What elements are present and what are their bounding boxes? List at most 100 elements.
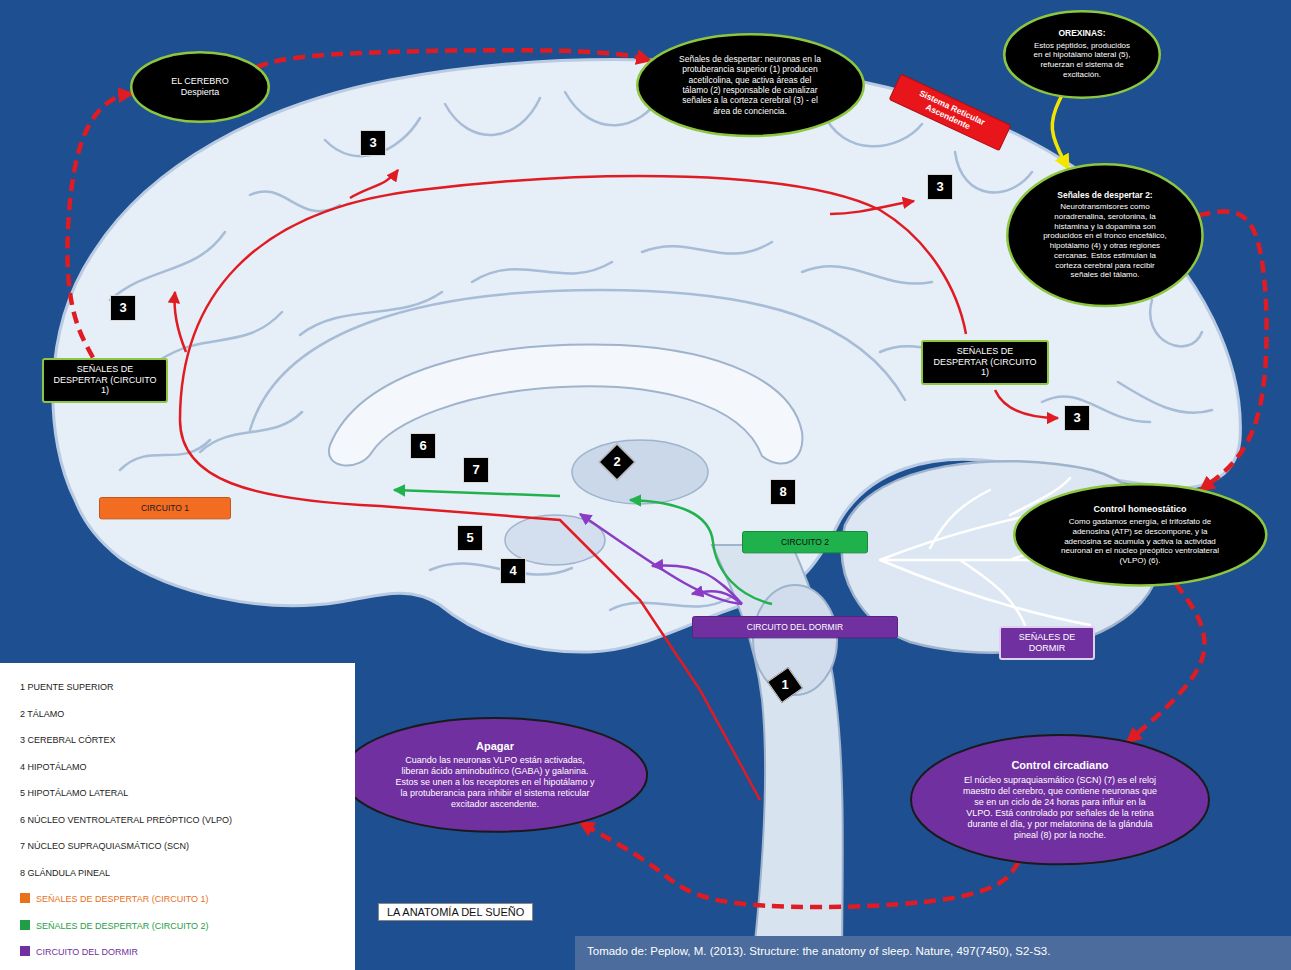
node-text: Sistema Reticular Ascendente [896, 79, 1004, 144]
callout-number: 4 [500, 558, 526, 584]
node-text-block: OREXINAS:Estos péptidos, producidos en e… [1032, 28, 1132, 79]
hypothalamus [505, 515, 605, 565]
node-text-block: CIRCUITO DEL DORMIR [700, 622, 890, 632]
signal-box: SEÑALES DE DESPERTAR (CIRCUITO 1) [921, 340, 1049, 385]
legend-item: 6 NÚCLEO VENTROLATERAL PREÓPTICO (VLPO) [20, 810, 232, 826]
legend-text: 5 HIPOTÁLAMO LATERAL [20, 788, 128, 798]
callout-marker [500, 558, 526, 584]
node-text-block: SEÑALES DE DESPERTAR (CIRCUITO 1) [50, 364, 160, 397]
legend-item: 3 CEREBRAL CÓRTEX [20, 730, 116, 746]
circuit-tag: CIRCUITO DEL DORMIR [692, 616, 898, 638]
box-shape [43, 359, 167, 402]
node-text-block: Control homeostáticoComo gastamos energí… [1056, 504, 1224, 566]
node-text: CIRCUITO 1 [107, 503, 223, 513]
oval-outline [1013, 483, 1268, 587]
node-text: SEÑALES DE DESPERTAR (CIRCUITO 1) [929, 346, 1041, 379]
sleep-oval: ApagarCuando las neuronas VLPO están act… [341, 717, 648, 833]
node-text: SEÑALES DE DESPERTAR (CIRCUITO 1) [50, 364, 160, 397]
sleep-circuit-arrow [580, 514, 742, 604]
legend-item: SEÑALES DE DESPERTAR (CIRCUITO 1) [20, 889, 209, 905]
legend-item: 1 PUENTE SUPERIOR [20, 677, 114, 693]
legend-text: 3 CEREBRAL CÓRTEX [20, 735, 116, 745]
node-heading: OREXINAS: [1032, 28, 1132, 38]
oval-shape [637, 34, 864, 136]
node-heading: Control homeostático [1056, 504, 1224, 515]
legend-text: 8 GLÁNDULA PINEAL [20, 868, 110, 878]
sleep-oval: Control circadiano El núcleo supraquiasmá… [910, 734, 1210, 865]
caption-strip: Tomado de: Peplow, M. (2013). Structure:… [575, 936, 1291, 970]
corpus-callosum [329, 344, 803, 465]
box-outline [692, 616, 898, 638]
info-oval: OREXINAS:Estos péptidos, producidos en e… [1003, 10, 1161, 99]
box-outline [889, 73, 1012, 151]
callout-number: 1 [772, 672, 798, 698]
legend-panel: 1 PUENTE SUPERIOR 2 TÁLAMO 3 CEREBRAL CÓRT… [0, 663, 355, 970]
circuit-tag: CIRCUITO 1 [99, 497, 231, 519]
info-oval: Señales de despertar: neuronas en la pro… [636, 33, 865, 137]
legend-swatch [20, 893, 30, 903]
node-heading: Control circadiano [960, 759, 1160, 772]
info-oval: Control homeostáticoComo gastamos energí… [1013, 483, 1268, 587]
callout-marker [457, 525, 483, 551]
legend-swatch [20, 946, 30, 956]
callout-number: 2 [604, 449, 630, 475]
legend-swatch [20, 920, 30, 930]
callout-marker [360, 130, 386, 156]
node-text-block: SEÑALES DE DESPERTAR (CIRCUITO 1) [929, 346, 1041, 379]
signal-box: SEÑALES DE DESPERTAR (CIRCUITO 1) [42, 358, 168, 403]
cerebellum-folia [880, 478, 1140, 640]
box-outline [999, 626, 1095, 660]
callout-number: 7 [463, 457, 489, 483]
signal-box: SEÑALES DE DORMIR [999, 626, 1095, 660]
box-outline [921, 340, 1049, 385]
node-text: El núcleo supraquiasmático (SCN) (7) es … [960, 775, 1160, 841]
box-shape [1000, 627, 1094, 659]
callout-marker [927, 174, 953, 200]
node-text-block: SEÑALES DE DORMIR [1007, 632, 1087, 654]
legend-item: 2 TÁLAMO [20, 704, 64, 720]
flow-arrow [257, 50, 651, 67]
legend-item: 5 HIPOTÁLAMO LATERAL [20, 783, 128, 799]
legend-text: CIRCUITO DEL DORMIR [36, 947, 138, 957]
flow-arrow [1199, 211, 1267, 490]
oval-outline [1006, 163, 1204, 307]
box-shape [922, 341, 1048, 384]
flow-arrow [580, 822, 1019, 907]
node-text: Neurotransmisores como noradrenalina, se… [1041, 202, 1169, 280]
diagram-title: LA ANATOMÍA DEL SUEÑO [387, 906, 524, 918]
legend-text: 2 TÁLAMO [20, 709, 64, 719]
node-text-block: Señales de despertar: neuronas en la pro… [675, 54, 825, 116]
sleep-circuit-arrow [652, 565, 742, 604]
legend-text: SEÑALES DE DESPERTAR (CIRCUITO 2) [36, 921, 209, 931]
callout-number: 5 [457, 525, 483, 551]
box-shape [693, 616, 898, 637]
flow-arrow [1052, 96, 1068, 169]
oval-outline [910, 734, 1210, 865]
node-text-block: Sistema Reticular Ascendente [896, 79, 1004, 144]
cerebrum [53, 60, 1241, 652]
legend-text: 6 NÚCLEO VENTROLATERAL PREÓPTICO (VLPO) [20, 815, 232, 825]
node-text-block: Señales de despertar 2:Neurotransmisores… [1041, 190, 1169, 280]
callout-number: 8 [770, 479, 796, 505]
node-text: Señales de despertar: neuronas en la pro… [675, 54, 825, 116]
oval-outline [1003, 10, 1161, 99]
thalamus [572, 440, 708, 504]
box-shape [100, 497, 231, 518]
box-shape [889, 74, 1010, 150]
node-text: Cuando las neuronas VLPO están activadas… [392, 755, 597, 810]
wake-oval: EL CEREBRO Despierta [130, 51, 270, 123]
node-text-block: EL CEREBRO Despierta [167, 76, 233, 98]
node-text-block: ApagarCuando las neuronas VLPO están act… [392, 740, 597, 810]
node-text-block: CIRCUITO 2 [750, 537, 860, 547]
node-text: Como gastamos energía, el trifosfato de … [1056, 517, 1224, 566]
system-banner: Sistema Reticular Ascendente [889, 73, 1012, 151]
oval-outline [636, 33, 865, 137]
legend-text: SEÑALES DE DESPERTAR (CIRCUITO 1) [36, 894, 209, 904]
legend-text: 7 NÚCLEO SUPRAQUIASMÁTICO (SCN) [20, 841, 189, 851]
callout-number: 6 [410, 433, 436, 459]
callout-number: 3 [360, 130, 386, 156]
box-outline [99, 497, 231, 519]
source-caption: Tomado de: Peplow, M. (2013). Structure:… [575, 936, 1291, 966]
